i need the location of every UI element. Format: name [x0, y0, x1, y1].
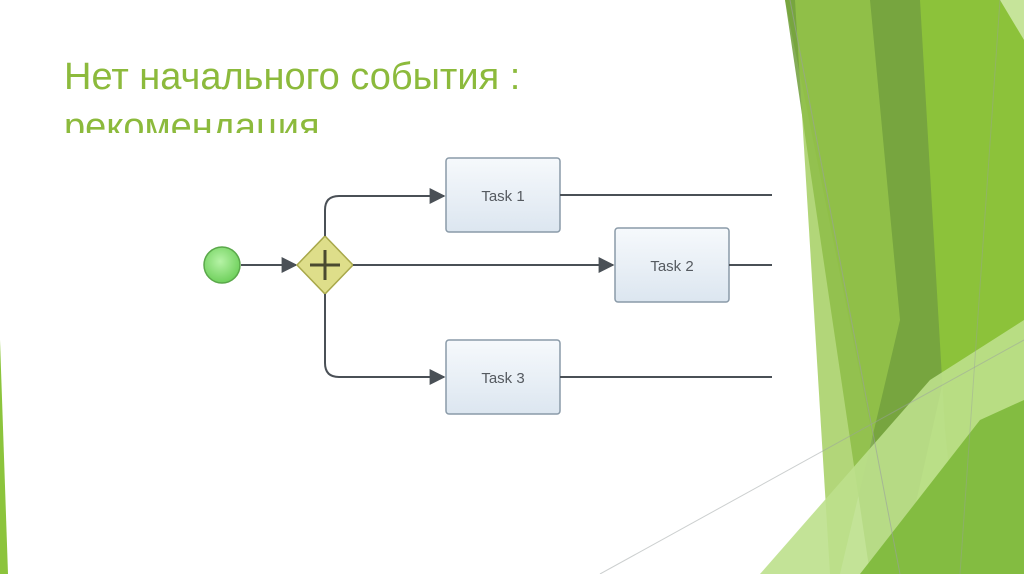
deco-top-right-light — [1000, 0, 1024, 40]
start-event-circle — [203, 246, 241, 284]
task-1-label: Task 1 — [481, 188, 524, 205]
flow-gateway-to-task1 — [324, 188, 446, 236]
deco-bottom-green — [860, 400, 1024, 574]
title-line-1: Нет начального события : — [64, 56, 521, 98]
task-2-label: Task 2 — [650, 258, 693, 275]
task-3-label: Task 3 — [481, 370, 524, 387]
task-1-node: Task 1 — [445, 157, 561, 233]
deco-thin-line-3 — [959, 0, 1001, 574]
gateway-plus-icon — [310, 250, 340, 280]
task-3-node: Task 3 — [445, 339, 561, 415]
deco-thin-line-1 — [789, 0, 901, 574]
deco-left-sliver — [0, 340, 8, 574]
flow-gateway-to-task3 — [324, 294, 446, 385]
deco-right-lighter — [795, 0, 900, 574]
title-line-2: рекомендация — [64, 106, 320, 133]
deco-thin-line-2 — [599, 339, 1024, 574]
slide-title: Нет начального события : рекомендация — [64, 52, 764, 133]
task-2-node: Task 2 — [614, 227, 730, 303]
